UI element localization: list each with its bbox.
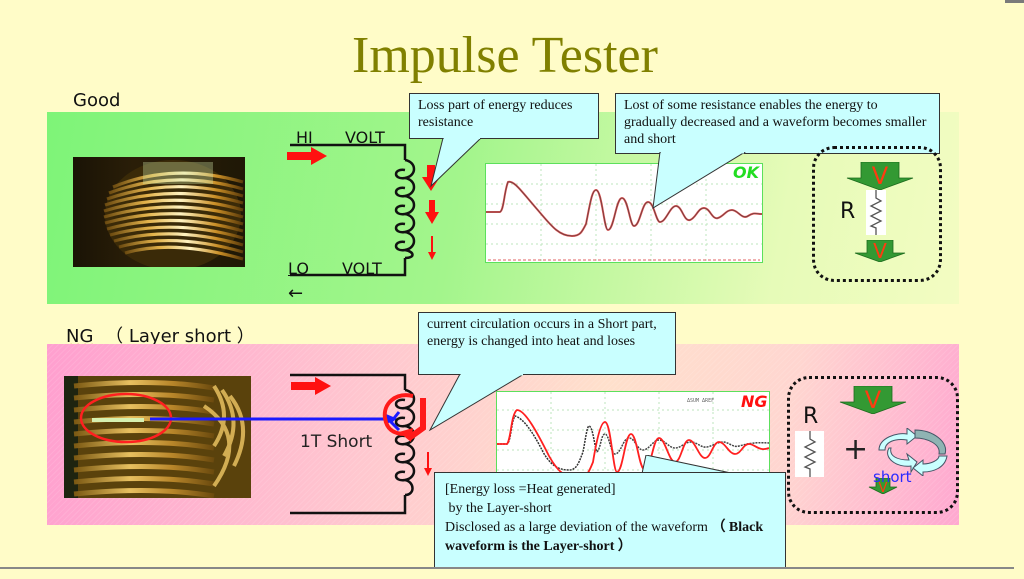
v-top-arrow-icon: V <box>845 162 915 190</box>
circulation-callout-pointer <box>428 374 525 432</box>
energy-loss-heat-callout: [Energy loss =Heat generated] by the Lay… <box>434 472 786 568</box>
callout-line-2: by the Layer-short <box>445 501 552 516</box>
good-equivalent-model <box>812 146 942 282</box>
layer-short-label: （ Layer short ） <box>105 326 255 347</box>
energy-loss-callout-pointer <box>430 138 482 188</box>
resistance-loss-callout: Lost of some resistance enables the ener… <box>615 93 940 154</box>
good-section-label: Good <box>73 90 121 111</box>
v-top-label: V <box>872 162 889 190</box>
svg-text:V: V <box>879 481 888 494</box>
return-arrow-icon: ← <box>288 283 304 304</box>
ng-v-bottom-arrow-icon: V <box>867 478 899 494</box>
ng-resistor-icon <box>795 431 824 477</box>
ng-equivalent-model <box>787 376 959 514</box>
bottom-divider <box>0 567 1014 569</box>
v-bottom-arrow-icon: V <box>853 240 907 262</box>
ng-label: NG <box>66 326 94 347</box>
short-label: short <box>873 468 912 486</box>
energy-loss-callout-text: Loss part of energy reduces resistance <box>418 98 573 130</box>
ok-badge: OK <box>733 163 759 182</box>
window-corner-tab <box>1005 0 1024 3</box>
resistor-icon <box>866 190 886 235</box>
one-turn-short-label: 1T Short <box>300 432 373 452</box>
circulation-callout-text: current circulation occurs in a Short pa… <box>427 317 657 349</box>
energy-loss-callout: Loss part of energy reduces resistance <box>409 93 599 139</box>
resistor-r-label: R <box>840 199 856 224</box>
good-coil-photo <box>73 157 245 267</box>
hi-label: HI <box>296 128 313 147</box>
ng-section-label: NG （ Layer short ） <box>66 322 255 348</box>
current-in-arrow-icon <box>287 147 327 165</box>
lo-label: LO <box>288 259 309 278</box>
resistance-loss-callout-pointer <box>652 152 746 209</box>
energy-arrow-large-icon <box>422 165 440 191</box>
good-waveform-scope <box>485 163 763 263</box>
lo-volt-label: VOLT <box>342 259 382 278</box>
hi-volt-label: VOLT <box>345 128 385 147</box>
plus-sign: + <box>843 432 869 467</box>
energy-arrow-medium-icon <box>425 200 439 224</box>
energy-arrow-small-icon <box>428 236 436 260</box>
ng-energy-arrow-icon <box>424 452 432 476</box>
ng-coil-photo <box>64 376 251 498</box>
ng-v-top-arrow-icon: V <box>838 386 908 414</box>
circulation-callout: current circulation occurs in a Short pa… <box>418 312 676 375</box>
svg-text:V: V <box>873 240 887 262</box>
resistance-loss-callout-text: Lost of some resistance enables the ener… <box>624 98 927 147</box>
callout-line-3: Disclosed as a large deviation of the wa… <box>445 520 764 554</box>
svg-text:ΔSUM ΔREF: ΔSUM ΔREF <box>687 398 714 404</box>
callout-bold-note: （ Black waveform is the Layer-short ） <box>445 520 764 554</box>
ng-badge: NG <box>741 392 768 411</box>
good-coil-circuit <box>285 140 435 280</box>
ng-coil-circuit <box>285 370 435 520</box>
ng-current-in-arrow-icon <box>291 377 331 395</box>
ng-resistor-r-label: R <box>803 404 819 429</box>
svg-text:V: V <box>865 386 882 414</box>
page-title: Impulse Tester <box>352 27 658 84</box>
circulation-icon <box>877 428 949 476</box>
callout-line-1: [Energy loss =Heat generated] <box>445 482 616 497</box>
